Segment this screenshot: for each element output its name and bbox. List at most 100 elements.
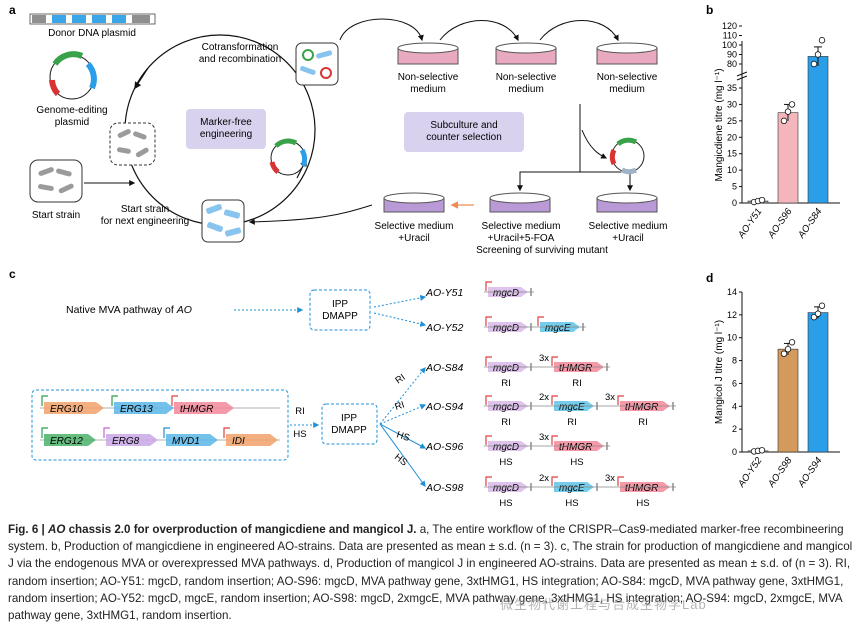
promoter-icon bbox=[163, 427, 170, 438]
copy-number: 3x bbox=[539, 432, 549, 443]
gene-label: ERG8 bbox=[112, 436, 140, 447]
b-xtick: AO-Y51 bbox=[735, 206, 764, 241]
b-bar bbox=[777, 112, 799, 204]
sel-foa-label: Selective medium+Uracil+5-FOA bbox=[482, 221, 561, 244]
figure-caption: Fig. 6 | AO chassis 2.0 for overproducti… bbox=[8, 521, 858, 624]
mva-cassette-box bbox=[31, 389, 289, 461]
integration-label: HS bbox=[499, 457, 512, 468]
b-ytick: 10 bbox=[727, 165, 737, 175]
panel-d-label: d bbox=[706, 271, 713, 285]
integration-label: HS bbox=[636, 498, 649, 509]
promoter-icon bbox=[617, 476, 624, 486]
panel-c-label: c bbox=[9, 267, 16, 281]
b-ytick: 90 bbox=[727, 50, 737, 60]
strain-name: AO-Y52 bbox=[425, 322, 464, 334]
b-ytick: 25 bbox=[727, 116, 737, 126]
d-xtick: AO-S98 bbox=[765, 455, 794, 490]
donor-label: Donor DNA plasmid bbox=[48, 28, 136, 39]
d-point bbox=[818, 302, 826, 309]
b-ytick: 120 bbox=[722, 21, 737, 31]
b-bar bbox=[807, 56, 829, 204]
selective-dishes: Selective medium+Uracil Selective medium… bbox=[375, 192, 668, 256]
integration-label: HS bbox=[570, 457, 583, 468]
panel-a-label: a bbox=[9, 3, 16, 17]
promoter-icon bbox=[103, 427, 110, 438]
promoter-icon bbox=[485, 395, 492, 405]
gene-label: mgcD bbox=[493, 402, 519, 413]
strain-name: AO-S94 bbox=[425, 401, 464, 413]
b-point bbox=[784, 108, 792, 115]
native-pathway-label: Native MVA pathway of AO bbox=[66, 304, 192, 316]
gene-label: mgcE bbox=[559, 483, 585, 494]
b-point bbox=[758, 196, 766, 204]
d-xtick: AO-S94 bbox=[795, 455, 824, 490]
b-ytick: 100 bbox=[722, 40, 737, 50]
donor-dna-plasmid: Donor DNA plasmid bbox=[29, 13, 156, 39]
gene-label: IDI bbox=[232, 436, 245, 447]
strain-name: AO-S96 bbox=[425, 441, 464, 453]
gene-label: ERG12 bbox=[50, 436, 83, 447]
branch-arrow bbox=[379, 423, 427, 449]
gene-arrow bbox=[106, 434, 158, 446]
panel-b: b Mangicdiene titre (mg l⁻¹) 05101520253… bbox=[706, 3, 840, 241]
plasmid-right bbox=[269, 138, 308, 176]
promoter-icon bbox=[111, 395, 118, 406]
integration-label: HS bbox=[565, 498, 578, 509]
start-strain-label: Start strain bbox=[32, 210, 80, 221]
promoter-icon bbox=[551, 395, 558, 405]
integration-label: HS bbox=[499, 498, 512, 509]
promoter-icon bbox=[551, 476, 558, 486]
branch-arrow bbox=[379, 423, 426, 487]
caption-fig: Fig. 6 | bbox=[8, 523, 45, 536]
promoter-icon bbox=[485, 476, 492, 486]
d-point bbox=[784, 345, 792, 353]
b-point bbox=[788, 101, 796, 108]
gene-arrow bbox=[226, 434, 278, 446]
hs-label-mid: HS bbox=[293, 429, 306, 440]
gene-label: ERG10 bbox=[50, 404, 83, 415]
b-ylabel: Mangicdiene titre (mg l⁻¹) bbox=[714, 68, 725, 181]
branch-ri-1: RI bbox=[393, 372, 407, 386]
b-xtick: AO-S96 bbox=[765, 206, 794, 241]
d-ytick: 12 bbox=[727, 310, 737, 320]
d-point bbox=[810, 313, 818, 321]
gene-label: mgcD bbox=[493, 483, 519, 494]
promoter-icon bbox=[223, 427, 230, 438]
copy-number: 3x bbox=[539, 353, 549, 364]
gene-label: tHMGR bbox=[559, 442, 592, 453]
gene-arrow bbox=[166, 434, 218, 446]
strain-name: AO-S98 bbox=[425, 482, 464, 494]
promoter-icon bbox=[537, 316, 544, 326]
d-ytick: 14 bbox=[727, 287, 737, 297]
gene-label: MVD1 bbox=[172, 436, 200, 447]
sel-uracil-label-2: Selective medium+Uracil bbox=[589, 221, 668, 244]
promoter-icon bbox=[617, 395, 624, 405]
caption-title: AO chassis 2.0 for overproduction of man… bbox=[47, 523, 417, 536]
integration-label: RI bbox=[567, 417, 577, 428]
start-strain: Start strain bbox=[29, 159, 83, 221]
strain-name: AO-Y51 bbox=[425, 287, 463, 299]
b-ytick: 5 bbox=[732, 182, 737, 192]
branch-hs-1: HS bbox=[395, 429, 411, 444]
promoter-icon bbox=[171, 395, 178, 406]
caption-body: a, The entire workflow of the CRISPR–Cas… bbox=[8, 523, 853, 623]
next-strain-cell bbox=[201, 199, 245, 243]
integration-label: RI bbox=[501, 417, 511, 428]
copy-number: 2x bbox=[539, 392, 549, 403]
gene-arrow bbox=[114, 402, 174, 414]
b-ytick: 35 bbox=[727, 83, 737, 93]
marker-free-box bbox=[186, 109, 266, 149]
